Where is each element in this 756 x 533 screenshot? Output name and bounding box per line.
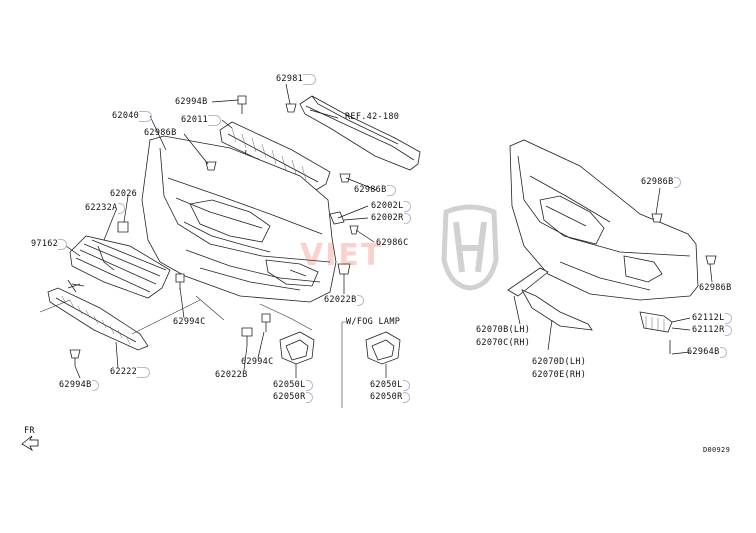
direction-label: FR (24, 426, 35, 436)
part-62022b-right[interactable]: 62022B (324, 295, 357, 305)
part-62986b-mid[interactable]: 62986B (354, 185, 387, 195)
part-62026[interactable]: 62026 (110, 189, 138, 199)
part-62232a[interactable]: 62232A (85, 203, 118, 213)
part-62994c-mid[interactable]: 62994C (241, 357, 274, 367)
part-62994b-bottom[interactable]: 62994B (59, 380, 92, 390)
part-62986b-right[interactable]: 62986B (641, 177, 674, 187)
watermark-text: VIET (300, 238, 384, 273)
part-62002r[interactable]: 62002R (371, 213, 404, 223)
part-62040[interactable]: 62040 (112, 111, 140, 121)
part-62222[interactable]: 62222 (110, 367, 138, 377)
part-62050r-fog[interactable]: 62050R (370, 392, 403, 402)
part-62986b-left[interactable]: 62986B (144, 128, 177, 138)
fog-lamp-inset-border (341, 321, 348, 408)
part-97162[interactable]: 97162 (31, 239, 59, 249)
part-62981[interactable]: 62981 (276, 74, 304, 84)
part-62002l[interactable]: 62002L (371, 201, 404, 211)
part-62050r[interactable]: 62050R (273, 392, 306, 402)
part-62964b[interactable]: 62964B (687, 347, 720, 357)
part-62050l-fog[interactable]: 62050L (370, 380, 403, 390)
honda-logo-icon (441, 204, 499, 291)
fastener-clips (69, 95, 359, 366)
ref-label: REF.42-180 (345, 112, 400, 122)
front-bumper-right-view (509, 139, 699, 301)
part-62986c[interactable]: 62986C (376, 238, 409, 248)
direction-arrow-icon (21, 435, 39, 452)
front-bumper-left (141, 135, 337, 303)
part-62986b-far[interactable]: 62986B (699, 283, 732, 293)
bumper-reinforcement (299, 95, 421, 171)
part-62994c-left[interactable]: 62994C (173, 317, 206, 327)
part-62011[interactable]: 62011 (181, 115, 209, 125)
part-62070e[interactable]: 62070E(RH) (532, 370, 587, 380)
part-62070c[interactable]: 62070C(RH) (476, 338, 531, 348)
part-62022b-mid[interactable]: 62022B (215, 370, 248, 380)
part-62112l[interactable]: 62112L (692, 313, 725, 323)
fog-lamp-cover (279, 331, 401, 365)
part-62050l[interactable]: 62050L (273, 380, 306, 390)
leader-lines (39, 83, 713, 379)
part-62112r[interactable]: 62112R (692, 325, 725, 335)
part-62070b[interactable]: 62070B(LH) (476, 325, 531, 335)
fog-lamp-label: W/FOG LAMP (346, 317, 401, 327)
radiator-grille (67, 235, 171, 299)
part-62994b-top[interactable]: 62994B (175, 97, 208, 107)
diagram-code: D00929 (703, 446, 731, 454)
bumper-garnish (507, 213, 717, 354)
part-62070d[interactable]: 62070D(LH) (532, 357, 587, 367)
lower-grille (47, 287, 149, 351)
